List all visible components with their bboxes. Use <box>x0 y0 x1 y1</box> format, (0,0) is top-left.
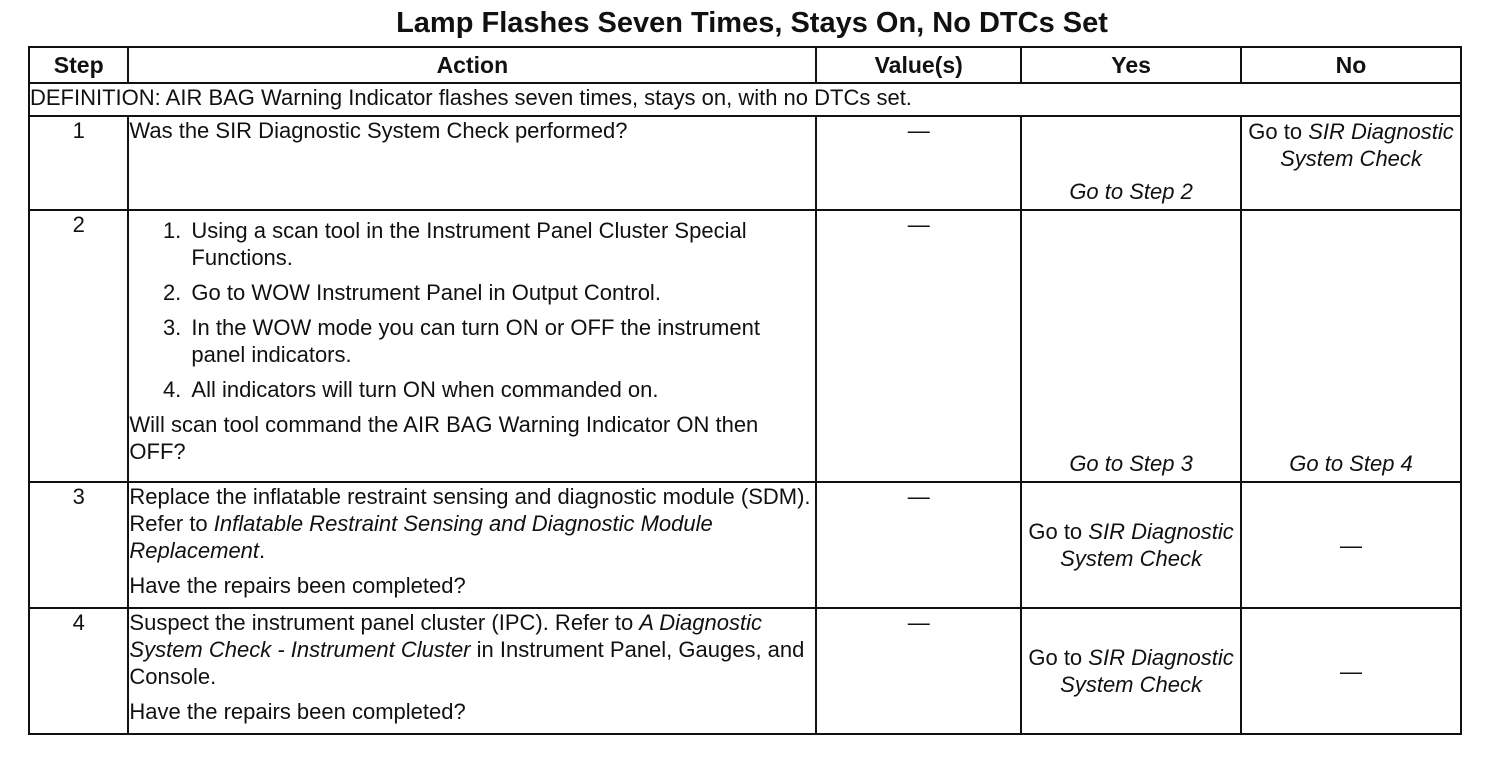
action-cell: Suspect the instrument panel cluster (IP… <box>127 607 818 735</box>
yes-link-target[interactable]: SIR Diagnostic System Check <box>1060 519 1234 571</box>
action-cell: Replace the inflatable restraint sensing… <box>127 481 818 609</box>
table-row: 4 Suspect the instrument panel cluster (… <box>27 607 1462 735</box>
action-cell: Using a scan tool in the Instrument Pane… <box>127 209 818 483</box>
action-steps-list: Using a scan tool in the Instrument Pane… <box>129 217 815 403</box>
yes-link[interactable]: Go to SIR Diagnostic System Check <box>1020 481 1243 609</box>
diagnostic-table: Step Action Value(s) Yes No DEFINITION: … <box>27 46 1462 735</box>
yes-link[interactable]: Go to SIR Diagnostic System Check <box>1020 607 1243 735</box>
yes-link[interactable]: Go to Step 3 <box>1020 209 1243 483</box>
no-cell: — <box>1240 481 1462 609</box>
yes-link-prefix: Go to <box>1028 519 1089 544</box>
action-text-lead: Replace the inflatable restraint sensing… <box>129 484 811 536</box>
action-reference-link[interactable]: Inflatable Restraint Sensing and Diagnos… <box>129 511 713 563</box>
action-step-item: All indicators will turn ON when command… <box>187 376 815 403</box>
table-row: 1 Was the SIR Diagnostic System Check pe… <box>27 115 1462 211</box>
header-step: Step <box>27 46 130 84</box>
action-text: Replace the inflatable restraint sensing… <box>129 483 815 564</box>
no-link-prefix: Go to <box>1248 119 1309 144</box>
step-number: 1 <box>27 115 130 211</box>
header-action: Action <box>127 46 818 84</box>
step-number: 4 <box>27 607 130 735</box>
action-question: Will scan tool command the AIR BAG Warni… <box>129 412 759 464</box>
action-text-tail: . <box>259 538 266 563</box>
header-no: No <box>1240 46 1462 84</box>
yes-link[interactable]: Go to Step 2 <box>1020 115 1243 211</box>
action-question: Was the SIR Diagnostic System Check perf… <box>129 118 628 143</box>
table-row: 2 Using a scan tool in the Instrument Pa… <box>27 209 1462 483</box>
no-link[interactable]: Go to SIR Diagnostic System Check <box>1240 115 1462 211</box>
yes-link-target[interactable]: SIR Diagnostic System Check <box>1060 645 1234 697</box>
value-cell: — <box>815 115 1023 211</box>
action-cell: Was the SIR Diagnostic System Check perf… <box>127 115 818 211</box>
action-text-tail: in Instrument Panel, Gauges, and Console… <box>129 637 805 689</box>
header-value: Value(s) <box>815 46 1023 84</box>
action-step-item: Using a scan tool in the Instrument Pane… <box>187 217 815 271</box>
yes-link-prefix: Go to <box>1028 645 1089 670</box>
no-cell: — <box>1240 607 1462 735</box>
value-cell: — <box>815 209 1023 483</box>
action-step-item: Go to WOW Instrument Panel in Output Con… <box>187 279 815 306</box>
page-title: Lamp Flashes Seven Times, Stays On, No D… <box>396 7 1108 39</box>
action-text-lead: Suspect the instrument panel cluster (IP… <box>129 610 640 635</box>
definition-text: DEFINITION: AIR BAG Warning Indicator fl… <box>28 82 1462 117</box>
definition-row: DEFINITION: AIR BAG Warning Indicator fl… <box>28 82 1462 117</box>
action-question: Have the repairs been completed? <box>129 573 466 598</box>
step-number: 3 <box>27 481 130 609</box>
step-number: 2 <box>27 209 130 483</box>
action-text: Suspect the instrument panel cluster (IP… <box>129 609 815 690</box>
value-cell: — <box>815 607 1023 735</box>
action-reference-link[interactable]: A Diagnostic System Check - Instrument C… <box>129 610 762 662</box>
no-link-target[interactable]: SIR Diagnostic System Check <box>1280 119 1454 171</box>
action-step-item: In the WOW mode you can turn ON or OFF t… <box>187 314 815 368</box>
header-yes: Yes <box>1020 46 1243 84</box>
no-link[interactable]: Go to Step 4 <box>1240 209 1462 483</box>
value-cell: — <box>815 481 1023 609</box>
header-row: Step Action Value(s) Yes No <box>27 46 1462 84</box>
table-row: 3 Replace the inflatable restraint sensi… <box>27 481 1462 609</box>
action-question: Have the repairs been completed? <box>129 699 466 724</box>
